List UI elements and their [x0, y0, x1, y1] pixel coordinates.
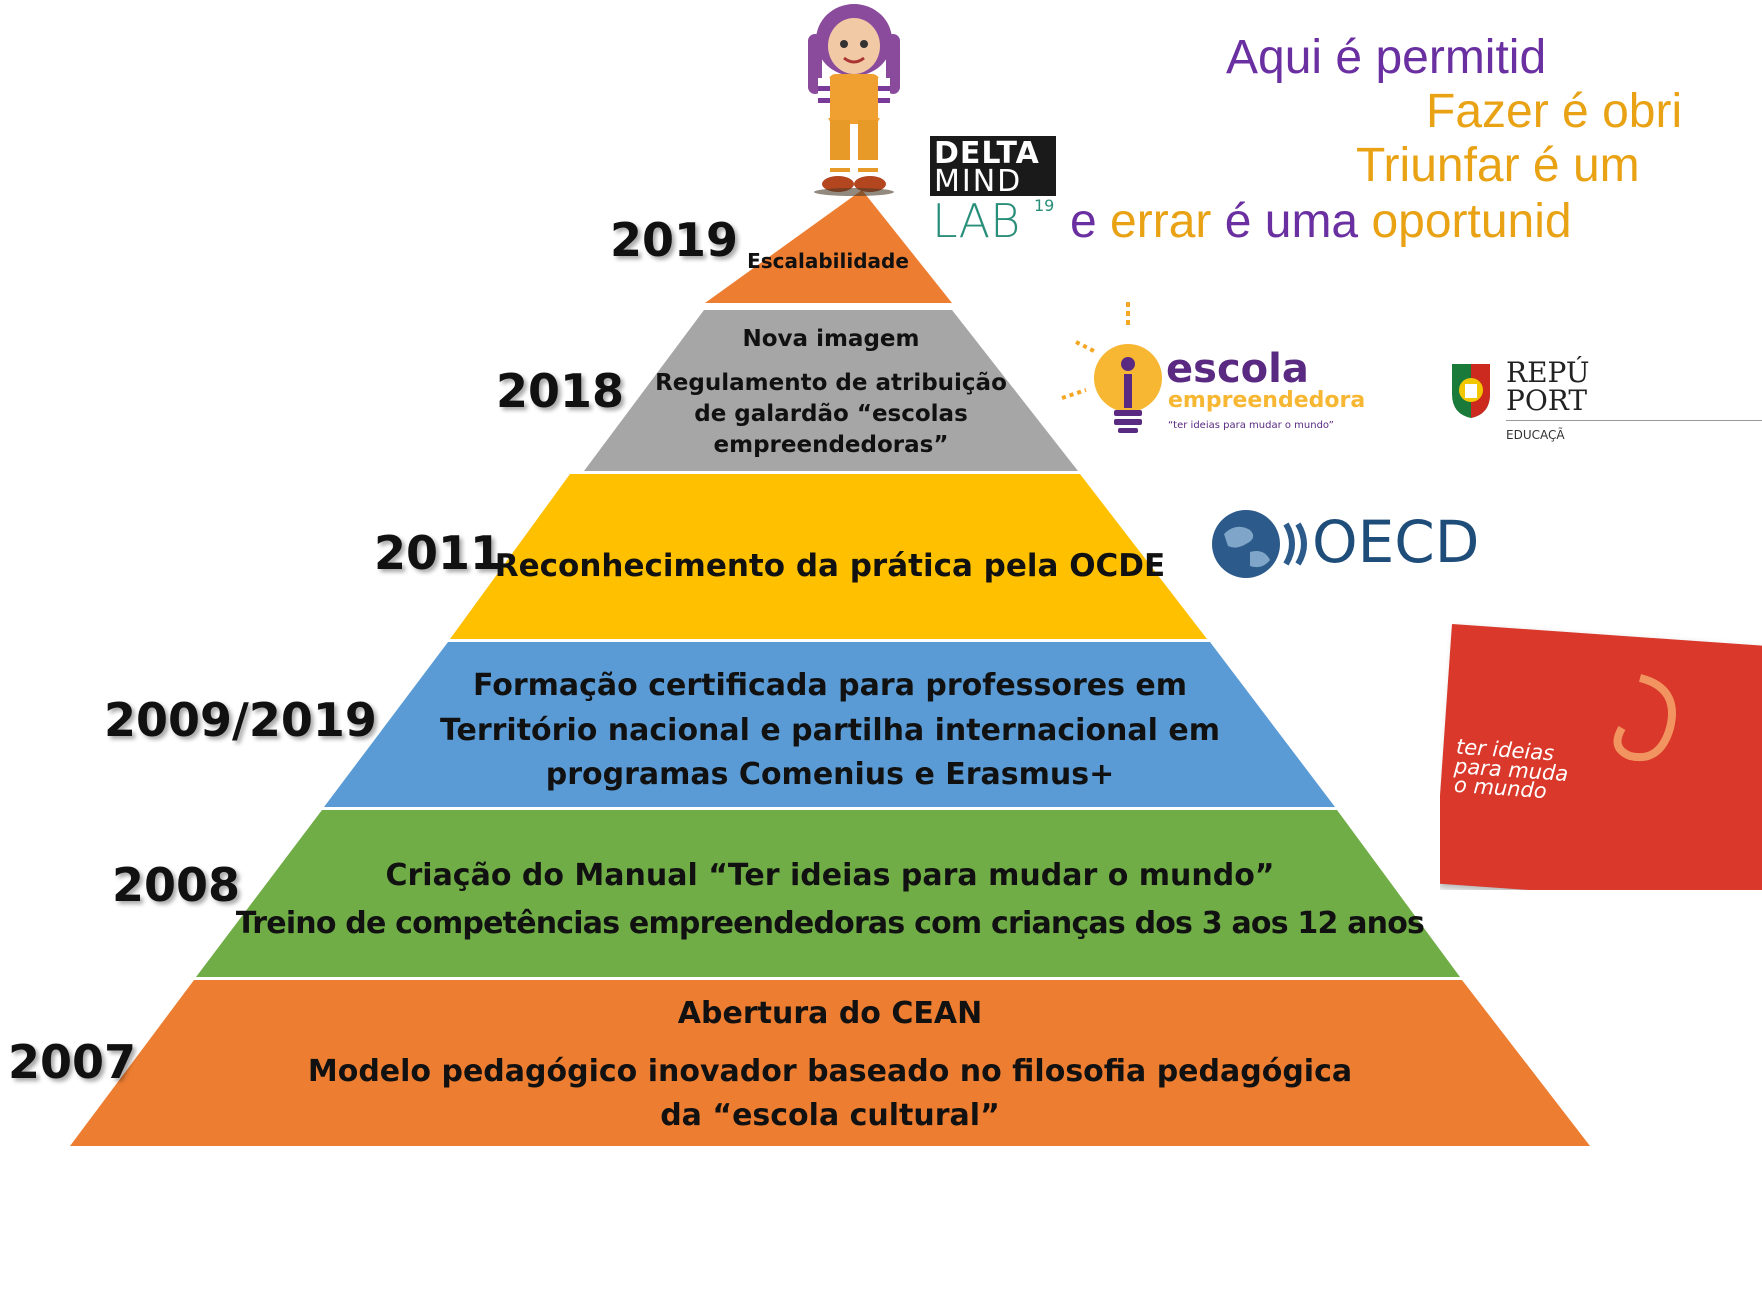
tier-text-2009-2019-line-3: programas Comenius e Erasmus+	[545, 757, 1115, 792]
year-label-2009-2019: 2009/2019	[104, 693, 377, 747]
mascot-girl-illustration	[808, 4, 900, 196]
lightbulb-icon	[1061, 302, 1162, 433]
pyramid-tier-2019	[705, 190, 952, 303]
tier-text-2018-line-3: de galardão “escolas	[694, 401, 968, 427]
tier-text-2018-line-2: Regulamento de atribuição	[655, 370, 1007, 396]
tier-text-2007-line-1: Abertura do CEAN	[677, 996, 983, 1031]
tier-text-2009-2019-line-1: Formação certificada para professores em	[472, 668, 1188, 703]
portugal-coat-of-arms-icon	[1452, 364, 1490, 418]
tier-text-2019: Escalabilidade	[747, 249, 909, 273]
motto-line-4: e errar é uma oportunid	[1070, 194, 1572, 249]
motto-word-errar: errar	[1110, 195, 1212, 248]
oecd-logo-text: OECD	[1312, 508, 1480, 576]
tier-text-2018-line-4: empreendedoras”	[713, 432, 949, 458]
manual-book-cover: ter ideias para muda o mundo	[1440, 618, 1762, 890]
pyramid-tier-2011	[450, 474, 1207, 639]
pyramid-tier-2007	[70, 980, 1590, 1146]
motto-line-4-mid: é uma	[1211, 195, 1372, 248]
pyramid-tier-2008	[196, 810, 1460, 977]
tier-text-2007-line-3: da “escola cultural”	[660, 1098, 1000, 1133]
motto-word-triunfar: Triunfar	[1356, 139, 1520, 192]
escola-empreendedora-logo: escola empreendedora “ter ideias para mu…	[1056, 298, 1365, 448]
year-label-2011: 2011	[374, 526, 503, 580]
tier-text-2018-line-1: Nova imagem	[742, 326, 920, 352]
motto-line-1: Aqui é permitid	[1226, 30, 1546, 85]
motto-line-3-rest: é um	[1519, 139, 1640, 192]
year-label-2007: 2007	[8, 1035, 137, 1089]
year-label-2008: 2008	[112, 858, 241, 912]
republica-logo-divider	[1506, 420, 1762, 421]
motto-line-3: Triunfar é um	[1356, 138, 1640, 193]
republica-logo-line-3: EDUCAÇÃ	[1506, 428, 1565, 442]
tier-text-2008-line-2: Treino de competências empreendedoras co…	[235, 906, 1425, 941]
tier-text-2007-line-2: Modelo pedagógico inovador baseado no fi…	[307, 1054, 1353, 1089]
delta-logo-word-delta: DELTA	[934, 136, 1040, 171]
year-label-2019: 2019	[610, 213, 739, 267]
motto-word-oportunidade: oportunid	[1371, 195, 1572, 248]
escola-logo-word-empreendedora: empreendedora	[1168, 388, 1366, 413]
delta-logo-word-mind: MIND	[934, 164, 1023, 199]
tier-text-2011: Reconhecimento da prática pela OCDE	[494, 548, 1166, 584]
year-label-2018: 2018	[496, 364, 625, 418]
delta-mind-lab-logo: DELTA MIND LAB 19	[930, 136, 1060, 248]
escola-logo-word-escola: escola	[1166, 346, 1309, 392]
escola-logo-tagline: “ter ideias para mudar o mundo”	[1168, 420, 1334, 431]
motto-line-1-text: Aqui é permitid	[1226, 31, 1547, 84]
delta-mind-box	[930, 136, 1056, 196]
tier-text-2009-2019-line-2: Território nacional e partilha internaci…	[440, 713, 1220, 748]
motto-word-fazer: Fazer	[1426, 85, 1549, 138]
pyramid-tier-2009-2019	[324, 642, 1335, 807]
delta-logo-word-lab: LAB	[932, 194, 1021, 248]
pyramid-tier-2018	[584, 310, 1078, 471]
delta-logo-superscript: 19	[1034, 196, 1055, 215]
book-cover-swirl-graphic	[1613, 674, 1676, 762]
republica-portuguesa-logo: REPÚ PORT EDUCAÇÃ	[1448, 356, 1762, 452]
oecd-logo: OECD	[1206, 504, 1480, 584]
motto-line-2: Fazer é obri	[1426, 84, 1682, 139]
republica-logo-line-2: PORT	[1506, 384, 1588, 417]
tier-text-2008-line-1: Criação do Manual “Ter ideias para mudar…	[385, 858, 1275, 893]
globe-icon	[1212, 510, 1307, 578]
motto-line-2-rest: é obri	[1548, 85, 1683, 138]
motto-line-4-e: e	[1070, 195, 1111, 248]
republica-logo-line-1: REPÚ	[1506, 356, 1590, 389]
